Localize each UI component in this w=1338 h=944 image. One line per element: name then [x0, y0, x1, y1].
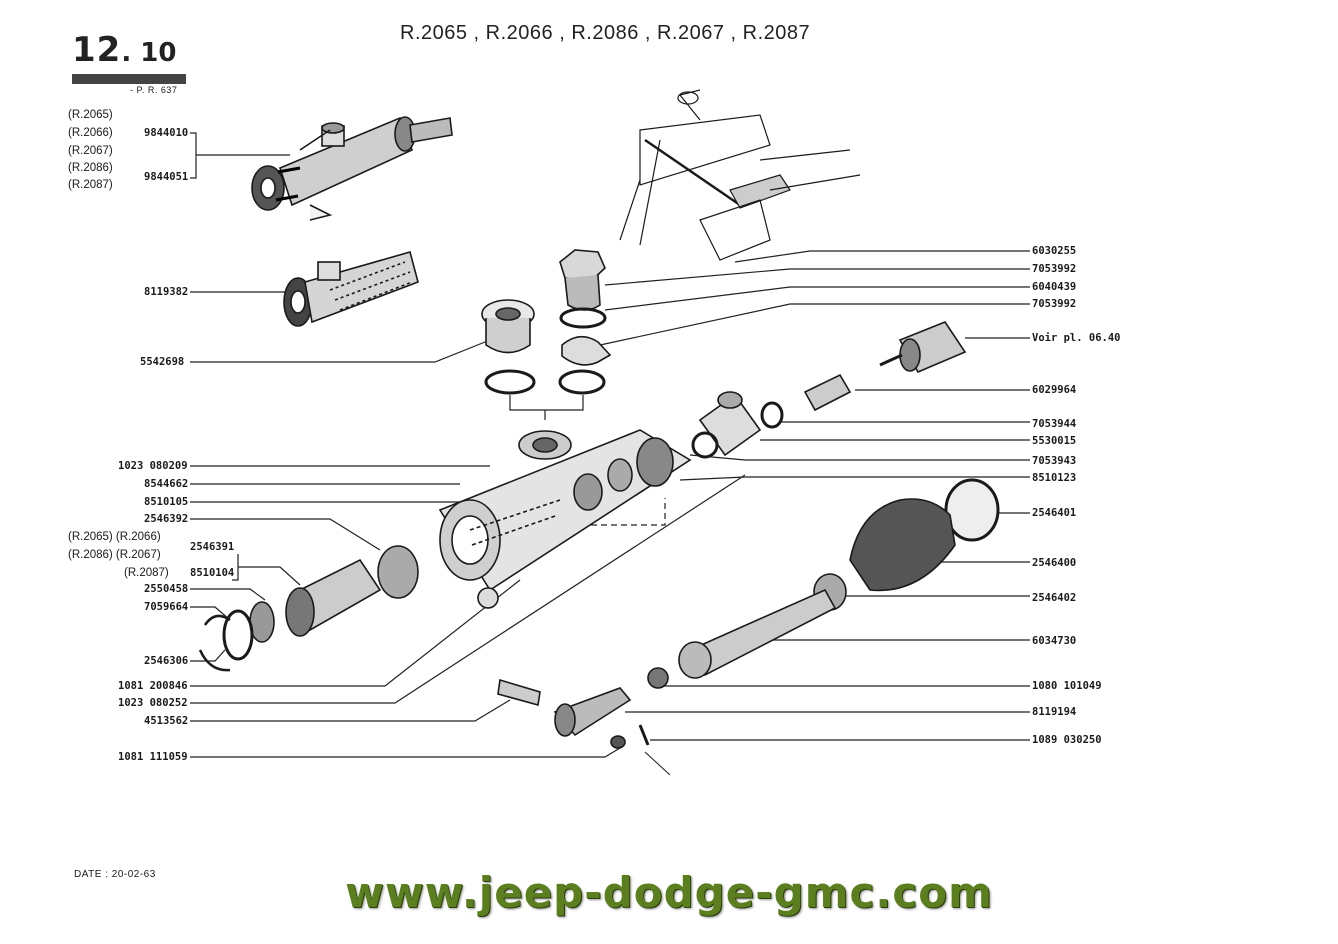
part-7053992-b-label: 7053992 [1032, 298, 1077, 310]
part-7053943-label: 7053943 [1032, 455, 1077, 467]
master-cylinder-second [283, 251, 419, 327]
part-5530015-label: 5530015 [1032, 435, 1077, 447]
part-2546401-label: 2546401 [1032, 507, 1077, 519]
dust-boot [813, 478, 1000, 611]
part-2546391-label: 2546391 [190, 541, 235, 553]
union-5530015 [691, 373, 852, 459]
part-8510123-label: 8510123 [1032, 472, 1077, 484]
part-5542698-label: 5542698 [140, 356, 185, 368]
model-r2065-label: (R.2065) [68, 109, 113, 121]
part-8510104-label: 8510104 [190, 567, 235, 579]
pedal-assembly-inset [619, 89, 861, 261]
part-7053944-label: 7053944 [1032, 418, 1077, 430]
model-list: R.2065 , R.2066 , R.2086 , R.2067 , R.20… [400, 22, 811, 44]
plate-number: 12. 10 [72, 30, 176, 70]
model-r2086-label: (R.2086) [68, 162, 113, 174]
booster-cylinder [198, 545, 419, 672]
hose-fitting-voir [879, 321, 967, 374]
part-1081111059-label: 1081 111059 [118, 751, 188, 763]
model-pair-a-label: (R.2065) (R.2066) [68, 531, 161, 543]
part-1081200846-label: 1081 200846 [118, 680, 188, 692]
part-2550458-label: 2550458 [144, 583, 189, 595]
plate-reference: - P. R. 637 [130, 85, 178, 95]
part-7053992-a-label: 7053992 [1032, 263, 1077, 275]
model-r2087-label: (R.2087) [68, 179, 113, 191]
parts-artwork [198, 89, 1000, 776]
push-rod [647, 588, 837, 689]
part-2546400-label: 2546400 [1032, 557, 1077, 569]
part-6040439-label: 6040439 [1032, 281, 1077, 293]
part-1080101049-label: 1080 101049 [1032, 680, 1102, 692]
part-9844010-label: 9844010 [144, 127, 189, 139]
date-stamp: DATE : 20-02-63 [74, 869, 156, 880]
model-pair-b-label: (R.2086) (R.2067) [68, 549, 161, 561]
part-8119194-label: 8119194 [1032, 706, 1077, 718]
part-8510105-label: 8510105 [144, 496, 189, 508]
part-8119382-label: 8119382 [144, 286, 189, 298]
part-6029964-label: 6029964 [1032, 384, 1077, 396]
leader-lines [190, 132, 1030, 758]
part-1089030250-label: 1089 030250 [1032, 734, 1102, 746]
plate-bar [72, 74, 186, 84]
plate-minor: . 10 [121, 38, 177, 68]
main-cylinder-body [438, 429, 692, 609]
voir-plate-label: Voir pl. 06.40 [1032, 332, 1121, 344]
clevis [497, 678, 671, 776]
part-2546392-label: 2546392 [144, 513, 189, 525]
part-2546306-label: 2546306 [144, 655, 189, 667]
part-6030255-label: 6030255 [1032, 245, 1077, 257]
website-watermark: www.jeep-dodge-gmc.com [345, 868, 993, 917]
part-8544662-label: 8544662 [144, 478, 189, 490]
model-single-c-label: (R.2087) [124, 567, 169, 579]
bushing-5542698 [481, 299, 536, 395]
master-cylinder-top [251, 116, 453, 221]
part-6034730-label: 6034730 [1032, 635, 1077, 647]
part-4513562-label: 4513562 [144, 715, 189, 727]
plate-major: 12 [72, 30, 122, 70]
part-2546402-label: 2546402 [1032, 592, 1077, 604]
part-9844051-label: 9844051 [144, 171, 189, 183]
part-1023080209-label: 1023 080209 [118, 460, 188, 472]
cap-6030255 [558, 249, 612, 395]
model-r2066-label: (R.2066) [68, 127, 113, 139]
model-r2067-label: (R.2067) [68, 145, 113, 157]
part-1023080252-label: 1023 080252 [118, 697, 188, 709]
part-7059664-label: 7059664 [144, 601, 189, 613]
